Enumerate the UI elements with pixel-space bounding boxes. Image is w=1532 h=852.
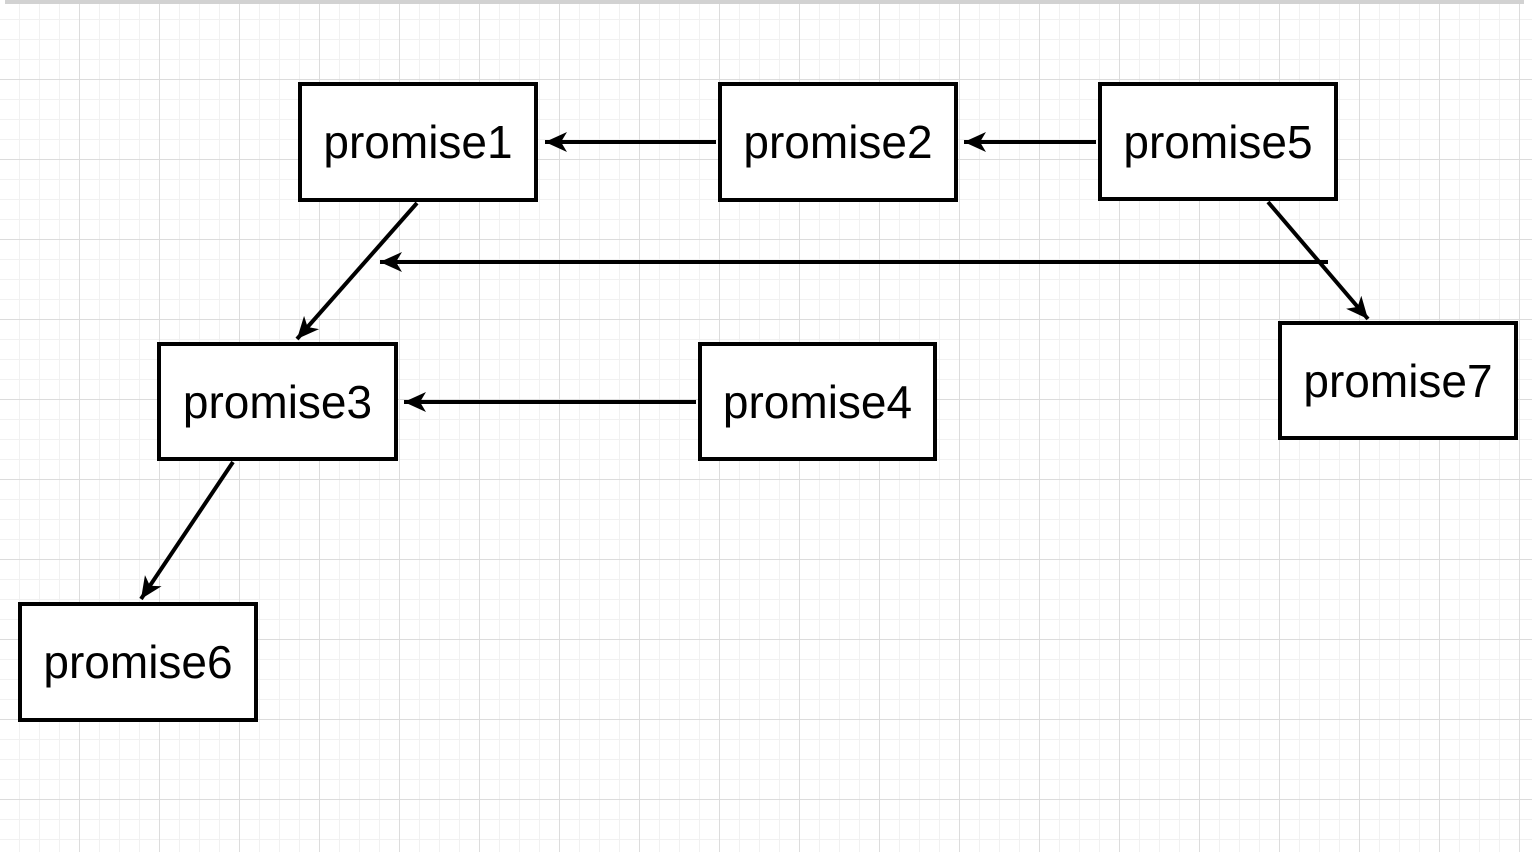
node-promise4-label: promise4 [722, 375, 913, 428]
node-promise3[interactable]: promise3 [157, 342, 398, 461]
node-promise5[interactable]: promise5 [1098, 82, 1338, 201]
edge-promise1-promise3[interactable] [295, 201, 419, 341]
node-promise7-label: promise7 [1303, 354, 1493, 407]
node-promise6-label: promise6 [43, 636, 233, 688]
node-promise4[interactable]: promise4 [698, 342, 937, 461]
node-promise3-label: promise3 [182, 375, 373, 428]
edge-promise3-promise6[interactable] [139, 460, 235, 601]
node-promise2-label: promise2 [743, 116, 933, 168]
node-promise7[interactable]: promise7 [1278, 321, 1518, 440]
node-promise2[interactable]: promise2 [718, 82, 958, 202]
node-promise6[interactable]: promise6 [18, 602, 258, 722]
node-promise5-label: promise5 [1123, 115, 1313, 168]
node-promise1-label: promise1 [323, 116, 513, 168]
node-promise1[interactable]: promise1 [298, 82, 538, 202]
page-border-top [5, 0, 1524, 4]
